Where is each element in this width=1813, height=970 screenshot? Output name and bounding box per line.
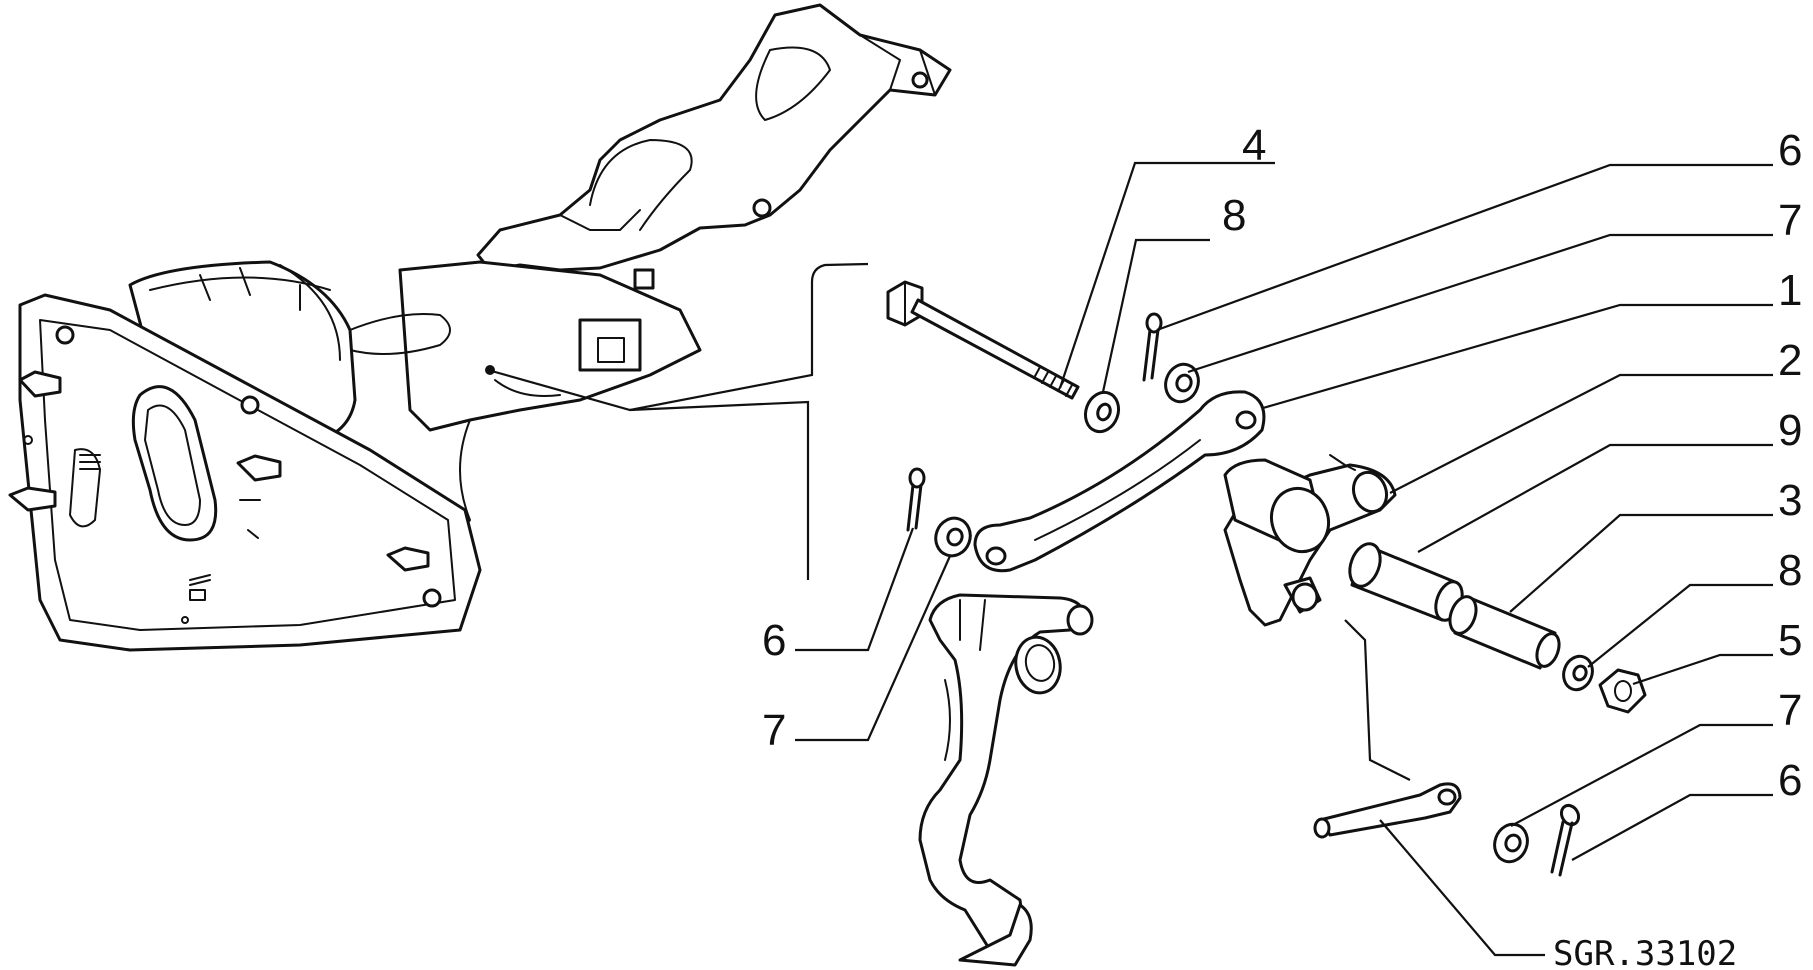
part-6-split-pin-upper (1142, 312, 1163, 382)
part-5-nut (1598, 668, 1647, 714)
part-8-washer-lower (1562, 654, 1594, 692)
part-8-washer-upper (1083, 390, 1121, 434)
callout-5: 5 (1778, 616, 1802, 665)
push-rod (1313, 619, 1462, 839)
callout-8-right: 8 (1778, 546, 1802, 595)
callout-2: 2 (1778, 336, 1802, 385)
part-9-bush (1348, 542, 1464, 622)
part-3-sleeve (1448, 595, 1561, 670)
assembly-position-lines (487, 262, 869, 580)
part-7-washer-upper (1164, 362, 1200, 404)
callout-9: 9 (1778, 406, 1802, 455)
part-4-bolt (886, 280, 1080, 400)
callout-1: 1 (1778, 266, 1802, 315)
callout-8-top: 8 (1222, 191, 1246, 240)
part-1-link (973, 390, 1266, 573)
callout-7-left: 7 (762, 706, 786, 755)
drawing-code: SGR.33102 (1553, 934, 1737, 970)
clutch-pedal (918, 593, 1094, 967)
callout-7-right: 7 (1778, 196, 1802, 245)
callout-7-lower: 7 (1778, 686, 1802, 735)
part-7-washer-left (934, 516, 972, 558)
callout-6-right: 6 (1778, 126, 1802, 175)
part-2-lever (1223, 454, 1397, 627)
part-6-split-pin-lower (1550, 803, 1581, 877)
pedal-box-assembly (8, 3, 952, 652)
part-6-split-pin-left (906, 467, 926, 532)
callout-6-lower: 6 (1778, 756, 1802, 805)
callout-4-top: 4 (1242, 121, 1266, 170)
callout-labels: 4 8 6 7 1 2 9 3 8 5 7 6 6 7 SGR.33102 (762, 121, 1802, 970)
part-7-washer-lower (1493, 822, 1529, 864)
callout-6-left: 6 (762, 616, 786, 665)
leader-lines (795, 161, 1773, 957)
callout-3: 3 (1778, 476, 1802, 525)
